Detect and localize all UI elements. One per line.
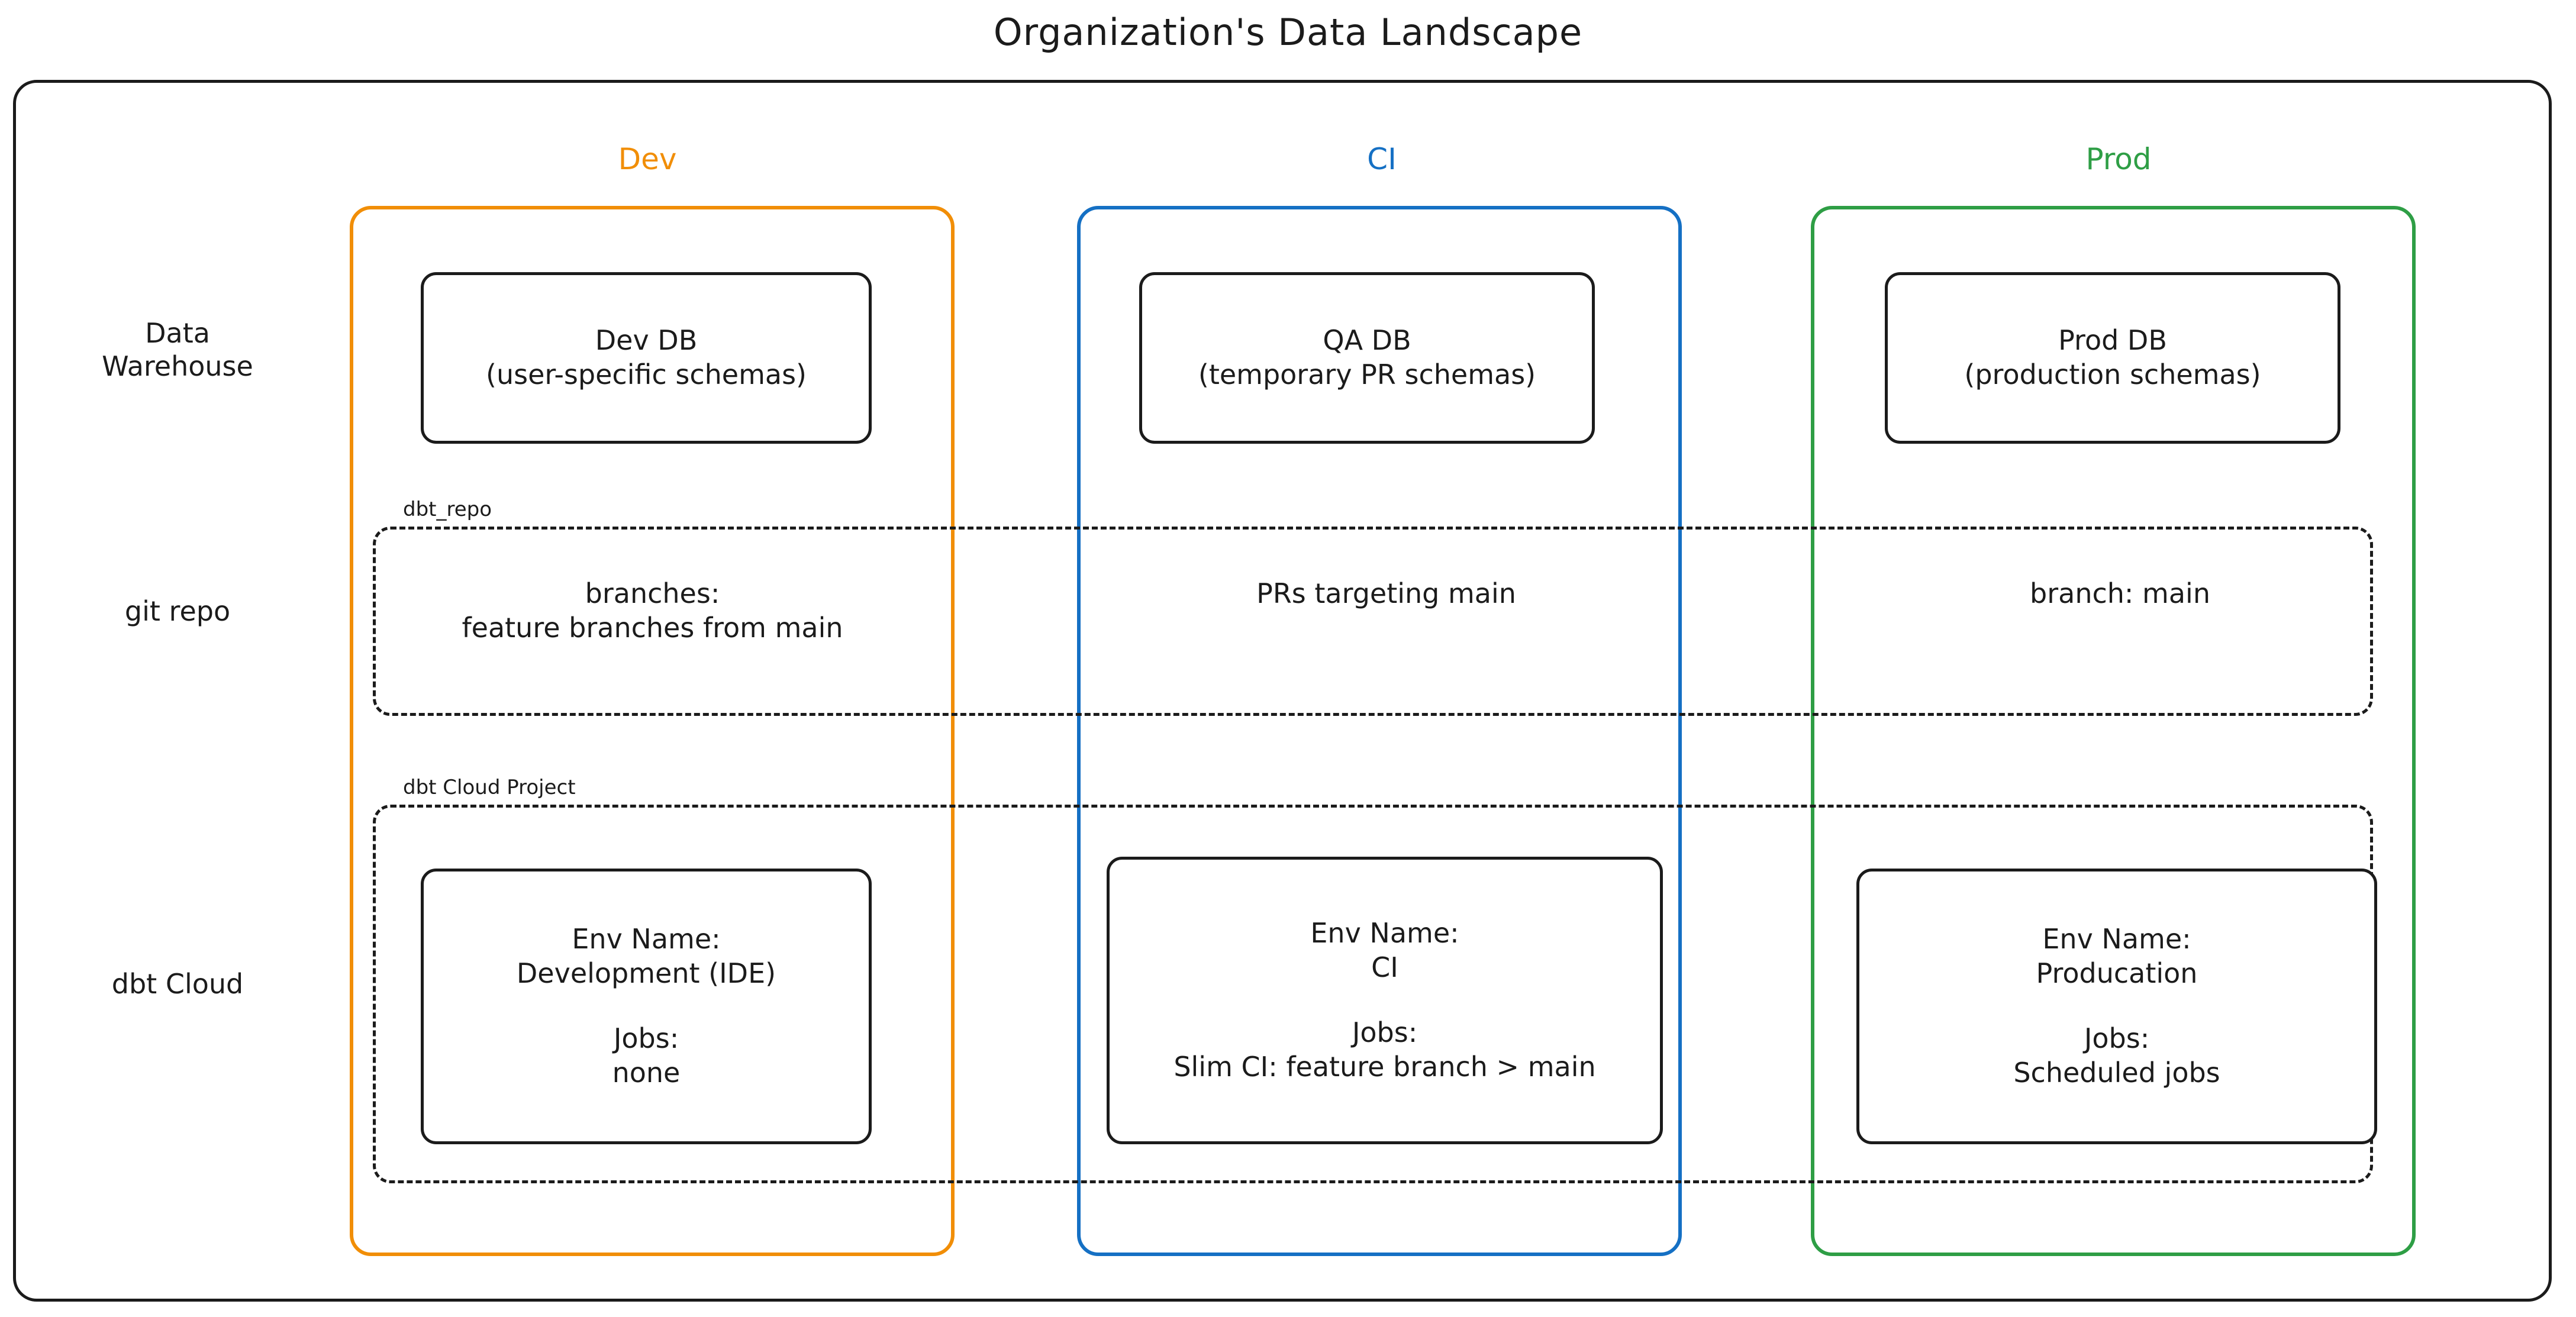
git-repo-ci-line-1: PRs targeting main (1256, 577, 1516, 609)
node-qa-db[interactable]: QA DB (temporary PR schemas) (1139, 272, 1595, 444)
node-dev-env-name-label: Env Name: (572, 923, 721, 956)
node-dev-env-jobs-value: none (612, 1056, 681, 1089)
node-ci-env-name-value: CI (1371, 951, 1398, 984)
node-prod-db[interactable]: Prod DB (production schemas) (1885, 272, 2340, 444)
node-prod-env-jobs-label: Jobs: (2084, 1022, 2150, 1054)
row-label-data-warehouse: Data Warehouse (36, 317, 320, 383)
page-title: Organization's Data Landscape (993, 11, 1583, 54)
column-header-prod: Prod (2085, 142, 2152, 176)
node-prod-db-line-2: (production schemas) (1964, 359, 2261, 390)
git-repo-dev-line-2: feature branches from main (462, 611, 843, 644)
node-ci-env-jobs-value: Slim CI: feature branch > main (1173, 1050, 1596, 1083)
row-label-dbt-cloud: dbt Cloud (111, 968, 244, 1000)
node-qa-db-line-2: (temporary PR schemas) (1198, 359, 1536, 390)
node-prod-env-name-value: Producation (2036, 957, 2198, 990)
git-repo-cell-ci: PRs targeting main (1113, 577, 1660, 611)
git-repo-cell-dev: branches: feature branches from main (379, 577, 926, 645)
git-repo-dev-line-1: branches: (585, 577, 720, 609)
row-label-line-2: Warehouse (102, 350, 253, 383)
row-label-git-repo: git repo (124, 595, 231, 627)
column-header-dev: Dev (618, 142, 677, 176)
node-dev-env-name-value: Development (IDE) (516, 957, 776, 990)
node-ci-environment[interactable]: Env Name: CI Jobs: Slim CI: feature bran… (1107, 857, 1663, 1144)
git-repo-cell-prod: branch: main (1846, 577, 2394, 611)
node-dev-env-jobs-label: Jobs: (613, 1022, 679, 1054)
env-column-prod (1811, 206, 2416, 1256)
node-prod-environment[interactable]: Env Name: Producation Jobs: Scheduled jo… (1856, 869, 2377, 1144)
group-dbt-repo-label: dbt_repo (397, 498, 498, 521)
node-prod-env-jobs-value: Scheduled jobs (2013, 1056, 2220, 1089)
env-column-dev (350, 206, 955, 1256)
env-column-ci (1077, 206, 1682, 1256)
node-dev-db[interactable]: Dev DB (user-specific schemas) (421, 272, 872, 444)
node-prod-db-line-1: Prod DB (2058, 324, 2167, 357)
node-prod-env-name-label: Env Name: (2042, 923, 2191, 956)
node-dev-db-line-1: Dev DB (595, 324, 698, 357)
row-label-line-1: Data (145, 317, 210, 349)
node-dev-db-line-2: (user-specific schemas) (486, 359, 807, 390)
node-dev-environment[interactable]: Env Name: Development (IDE) Jobs: none (421, 869, 872, 1144)
node-ci-env-name-label: Env Name: (1310, 917, 1459, 950)
group-dbt-repo: dbt_repo (373, 498, 2373, 716)
node-ci-env-jobs-label: Jobs: (1352, 1016, 1418, 1048)
git-repo-prod-line-1: branch: main (2030, 577, 2210, 609)
node-qa-db-line-1: QA DB (1323, 324, 1411, 357)
column-header-ci: CI (1367, 142, 1397, 176)
group-dbt-cloud-project-label: dbt Cloud Project (397, 776, 582, 799)
